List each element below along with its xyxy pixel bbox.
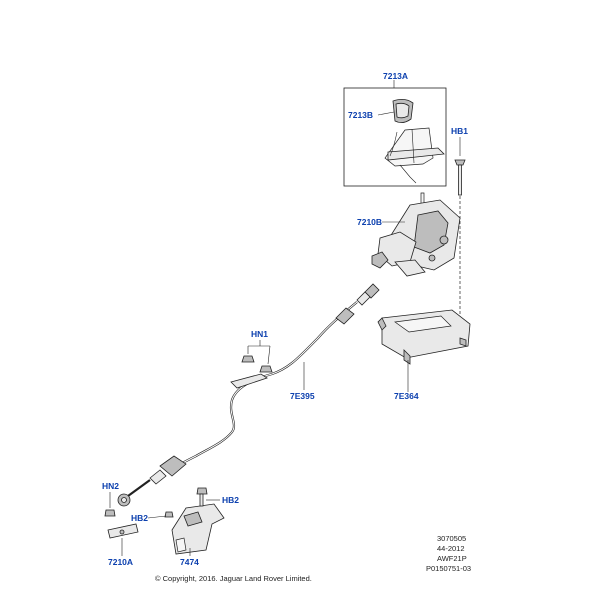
nut-hn2 (104, 509, 116, 517)
label-HB1: HB1 (451, 126, 468, 136)
label-7210A: 7210A (108, 557, 133, 567)
bolt-hb2 (164, 487, 208, 518)
label-7E364: 7E364 (394, 391, 419, 401)
label-7213A: 7213A (383, 71, 408, 81)
label-HN2: HN2 (102, 481, 119, 491)
shifter-mechanism (371, 192, 461, 277)
lever-bracket (171, 503, 225, 555)
code-line-1: 3070505 (437, 534, 466, 543)
label-HB2-right: HB2 (222, 495, 239, 505)
cable-upper-end (356, 283, 380, 306)
code-line-2: 44-2012 (437, 544, 465, 553)
code-line-4: P0150751-03 (426, 564, 471, 573)
copyright-text: © Copyright, 2016. Jaguar Land Rover Lim… (155, 574, 312, 583)
mounting-bracket (377, 309, 471, 365)
label-HN1: HN1 (251, 329, 268, 339)
label-7210B: 7210B (357, 217, 382, 227)
knob-assembly-box (343, 87, 447, 187)
label-HB2-left: HB2 (131, 513, 148, 523)
label-7213B: 7213B (348, 110, 373, 120)
gear-knob (392, 99, 414, 123)
transmission-lever (107, 523, 139, 539)
cable-lower-end (117, 493, 131, 507)
code-line-3: AWF21P (437, 554, 467, 563)
nut-hn1 (241, 355, 273, 373)
label-7474: 7474 (180, 557, 199, 567)
bolt-hb1 (454, 159, 466, 196)
selector-cable (127, 301, 358, 497)
gear-boot (384, 127, 445, 184)
label-7E395: 7E395 (290, 391, 315, 401)
